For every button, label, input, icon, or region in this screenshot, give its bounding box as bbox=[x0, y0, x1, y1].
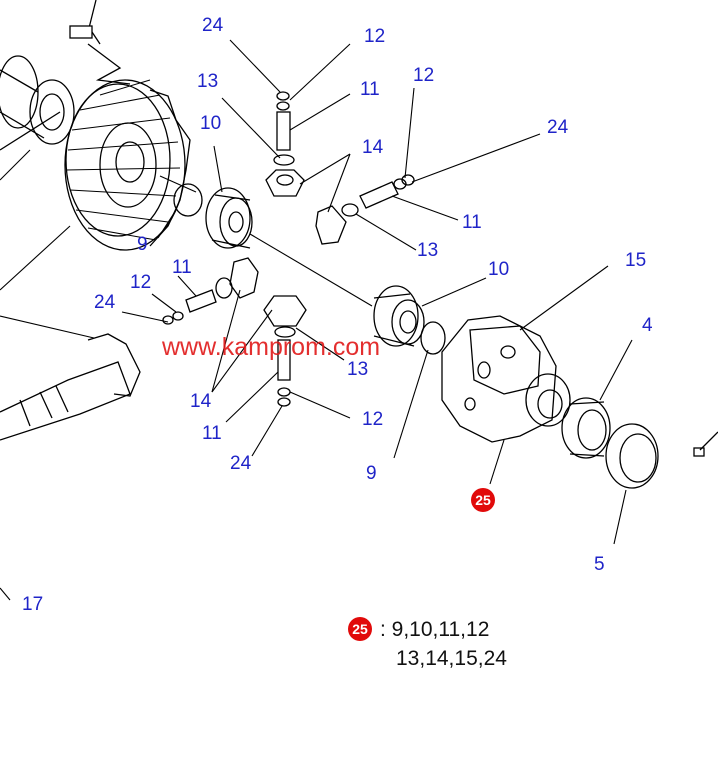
ring-gear bbox=[64, 79, 191, 251]
pinion-shaft-upper bbox=[265, 91, 305, 197]
bearing-top-left bbox=[0, 55, 75, 151]
pinion-shaft-left bbox=[162, 257, 259, 325]
right-bolt bbox=[693, 431, 718, 457]
callout-14: 14 bbox=[362, 137, 384, 158]
callout-11: 11 bbox=[462, 212, 482, 233]
callout-13: 13 bbox=[197, 71, 219, 92]
callout-11: 11 bbox=[202, 423, 222, 444]
callout-10: 10 bbox=[200, 113, 222, 134]
pinion-shaft-lower bbox=[263, 295, 307, 407]
callout-13: 13 bbox=[417, 240, 439, 261]
pinion-shaft-right bbox=[315, 174, 415, 245]
legend-line-1: : 9,10,11,12 bbox=[380, 618, 490, 641]
callout-14: 14 bbox=[190, 391, 212, 412]
thrust-washer-lower bbox=[420, 321, 446, 355]
callout-12: 12 bbox=[364, 26, 386, 47]
drive-pinion bbox=[0, 333, 141, 441]
side-gear-lower bbox=[373, 285, 425, 347]
callout-5: 5 bbox=[594, 554, 605, 575]
thrust-washer-upper bbox=[173, 183, 203, 217]
callout-12: 12 bbox=[130, 272, 152, 293]
callout-11: 11 bbox=[360, 79, 380, 100]
callout-17: 17 bbox=[22, 594, 44, 615]
adjusting-nut-5 bbox=[605, 423, 659, 489]
watermark-text: www.kamprom.com bbox=[162, 333, 381, 361]
legend-line-2: 13,14,15,24 bbox=[396, 647, 507, 670]
differential-case bbox=[441, 315, 571, 443]
legend-badge: 25 bbox=[348, 617, 372, 641]
top-bolt bbox=[69, 0, 131, 85]
callout-9: 9 bbox=[137, 234, 148, 255]
callout-4: 4 bbox=[642, 315, 653, 336]
callout-12: 12 bbox=[362, 409, 384, 430]
side-gear-upper bbox=[205, 187, 253, 249]
assembly-badge: 25 bbox=[471, 488, 495, 512]
callout-10: 10 bbox=[488, 259, 510, 280]
callout-11: 11 bbox=[172, 257, 192, 278]
callout-15: 15 bbox=[625, 250, 647, 271]
bearing-4 bbox=[561, 397, 611, 459]
callout-24: 24 bbox=[547, 117, 569, 138]
callout-9: 9 bbox=[366, 463, 377, 484]
callout-12: 12 bbox=[413, 65, 435, 86]
leader-lines bbox=[0, 39, 633, 601]
callout-24: 24 bbox=[230, 453, 252, 474]
callout-24: 24 bbox=[94, 292, 116, 313]
callout-24: 24 bbox=[202, 15, 224, 36]
callout-13: 13 bbox=[347, 359, 369, 380]
